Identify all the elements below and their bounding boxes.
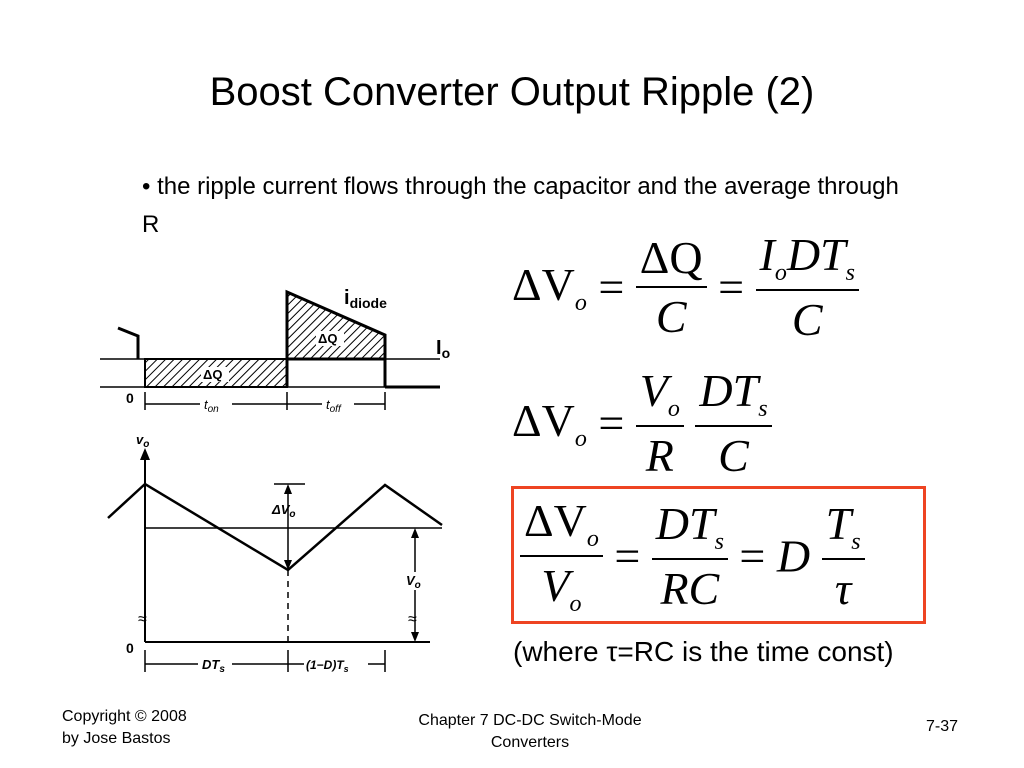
zero-label-top: 0: [126, 390, 134, 406]
bullet-text: • the ripple current flows through the c…: [142, 173, 899, 238]
axis-break-right: ≈: [408, 611, 417, 628]
io-label: Io: [436, 337, 450, 361]
ripple-waveform: [107, 482, 443, 572]
ton-label: ton: [204, 397, 219, 415]
output-voltage-diagram: vo ΔVo Vo ≈ ≈ 0 DTs (1−D)Ts: [107, 432, 443, 675]
idiode-label: idiode: [344, 287, 387, 311]
deltaq-label-lower: ΔQ: [203, 367, 222, 382]
vo-axis-label: vo: [136, 432, 149, 450]
highlight-box: [511, 486, 926, 624]
footer-chapter: Chapter 7 DC-DC Switch-Mode Converters: [418, 712, 642, 751]
zero-label-bottom: 0: [126, 640, 134, 656]
delta-vo-label: ΔVo: [271, 502, 296, 520]
diode-current-diagram: ΔQ ΔQ idiode Io 0 ton toff: [100, 287, 450, 415]
footer-copyright: Copyright © 2008 by Jose Bastos: [62, 708, 187, 747]
one-minus-d-ts-label: (1−D)Ts: [306, 658, 349, 674]
slide-title: Boost Converter Output Ripple (2): [209, 70, 815, 114]
toff-label: toff: [326, 397, 342, 415]
axis-break-left: ≈: [138, 611, 147, 628]
dts-label: DTs: [202, 657, 225, 675]
deltaq-label-upper: ΔQ: [318, 331, 337, 346]
time-constant-note: (where τ=RC is the time const): [513, 636, 894, 667]
vo-level-label: Vo: [406, 573, 421, 591]
footer-page-number: 7-37: [926, 718, 959, 735]
